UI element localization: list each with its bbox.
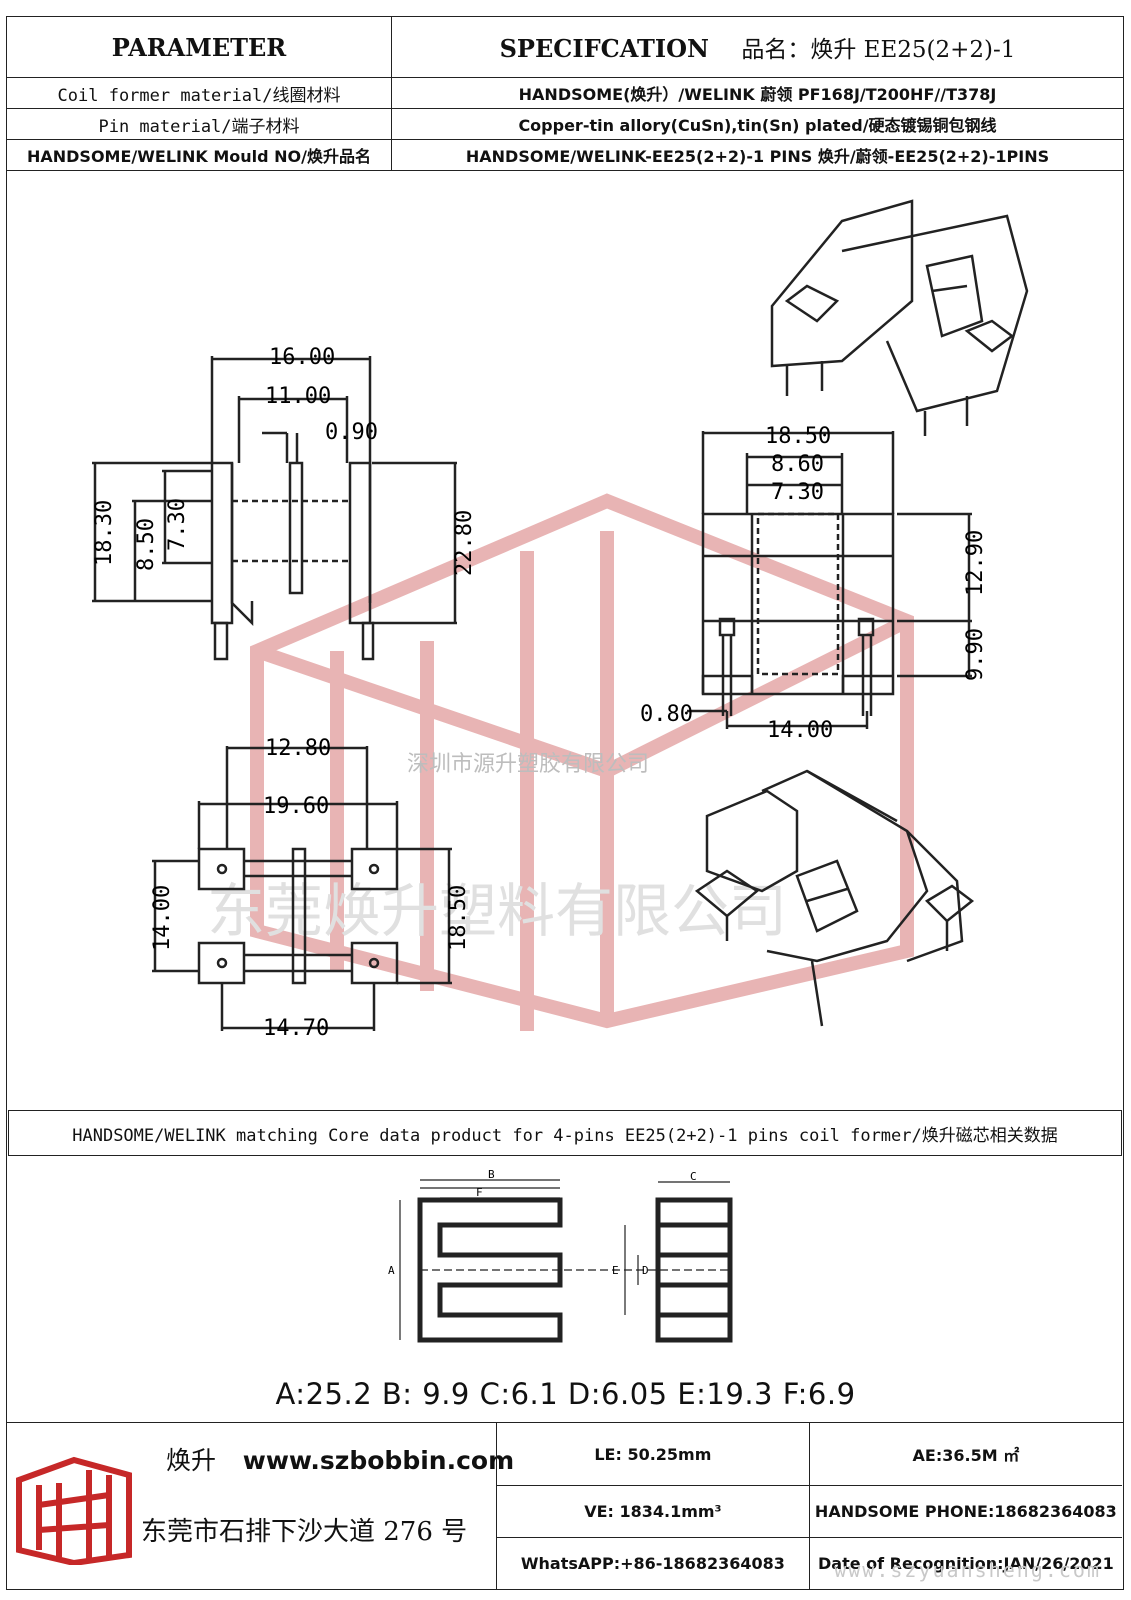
info-ve: VE: 1834.1mm³ [496,1485,810,1539]
dim-side-m: 0.80 [640,702,693,727]
dim-bottom-r: 14.70 [263,1016,329,1041]
core-caption: HANDSOME/WELINK matching Core data produ… [8,1110,1122,1156]
side-view [687,431,972,729]
core-diagram: A B C D E F [388,1170,733,1343]
dim-front-e: 8.50 [134,518,159,571]
footer-brand: 焕升 www.szbobbin.com [166,1441,514,1477]
watermark-small: 深圳市源升塑胶有限公司 [407,752,649,777]
footer-company: 焕升 www.szbobbin.com 东莞市石排下沙大道 276 号 [6,1423,514,1589]
dim-side-n: 14.00 [767,718,833,743]
dim-front-c: 0.90 [325,420,378,445]
dim-front-a: 16.00 [269,345,335,370]
dim-side-k: 12.90 [963,530,988,596]
dim-front-g: 22.80 [452,510,477,576]
spec-table: PARAMETER SPECIFCATION 品名：焕升 EE25(2+2)-1… [6,16,1124,171]
front-view [92,356,457,661]
value-coil-material: HANDSOME(焕升）/WELINK 蔚领 PF168J/T200HF//T3… [391,77,1124,109]
watermark-large: 东莞焕升塑料有限公司 [207,877,787,945]
product-name: 品名：焕升 EE25(2+2)-1 [741,37,1016,63]
watermark-logo [250,493,914,1031]
core-values: A:25.2 B: 9.9 C:6.1 D:6.05 E:19.3 F:6.9 [275,1377,856,1411]
info-ae: AE:36.5M ㎡ [808,1423,1122,1487]
company-address: 东莞市石排下沙大道 276 号 [141,1517,468,1547]
company-logo-icon [16,1456,132,1565]
value-mould-no: HANDSOME/WELINK-EE25(2+2)-1 PINS 焕升/蔚领-E… [391,139,1124,171]
footer-info-table: LE: 50.25mm AE:36.5M ㎡ VE: 1834.1mm³ HAN… [496,1423,1122,1589]
dim-bottom-o: 19.60 [263,794,329,819]
dim-side-l: 9.90 [963,628,988,681]
param-coil-material: Coil former material/线圈材料 [6,77,392,109]
dim-side-a: 18.50 [765,424,831,449]
core-label-e: E [612,1264,619,1277]
spec-header: SPECIFCATION 品名：焕升 EE25(2+2)-1 [391,16,1124,78]
info-le: LE: 50.25mm [496,1423,810,1487]
dim-side-b: 8.60 [771,452,824,477]
dim-front-d: 7.30 [165,498,190,551]
core-label-f: F [476,1186,483,1199]
iso-view-bottom [694,769,975,1027]
drawing-area: 深圳市源升塑胶有限公司 东莞焕升塑料有限公司 [6,171,1124,1109]
dim-bottom-g: 18.50 [446,885,471,951]
param-mould-no: HANDSOME/WELINK Mould NO/焕升品名 [6,139,392,171]
info-phone: HANDSOME PHONE:18682364083 [808,1485,1122,1539]
core-label-c: C [690,1170,697,1183]
bottom-view [152,746,452,1031]
technical-drawing: 深圳市源升塑胶有限公司 东莞焕升塑料有限公司 [92,199,1029,1041]
dim-bottom-s: 12.80 [265,736,331,761]
core-label-d: D [642,1264,649,1277]
iso-view-top [770,199,1029,436]
param-pin-material: Pin material/端子材料 [6,108,392,140]
website-link[interactable]: www.szbobbin.com [242,1446,515,1475]
info-date: Date of Recognition:JAN/26/2021 [808,1537,1122,1589]
value-pin-material: Copper-tin allory(CuSn),tin(Sn) plated/硬… [391,108,1124,140]
dim-bottom-q: 14.00 [150,885,175,951]
spec-label: SPECIFCATION [499,34,709,63]
brand-cn: 焕升 [166,1446,217,1475]
dim-side-c: 7.30 [771,480,824,505]
dim-front-b: 11.00 [265,384,331,409]
dim-front-f: 18.30 [92,500,117,566]
footer: 焕升 www.szbobbin.com 东莞市石排下沙大道 276 号 LE: … [6,1422,1124,1590]
info-whatsapp: WhatsAPP:+86-18682364083 [496,1537,810,1589]
core-label-b: B [488,1170,495,1181]
parameter-header: PARAMETER [6,16,392,78]
watermark-url: www.szyuansheng.com [834,1558,1101,1582]
core-label-a: A [388,1264,395,1277]
